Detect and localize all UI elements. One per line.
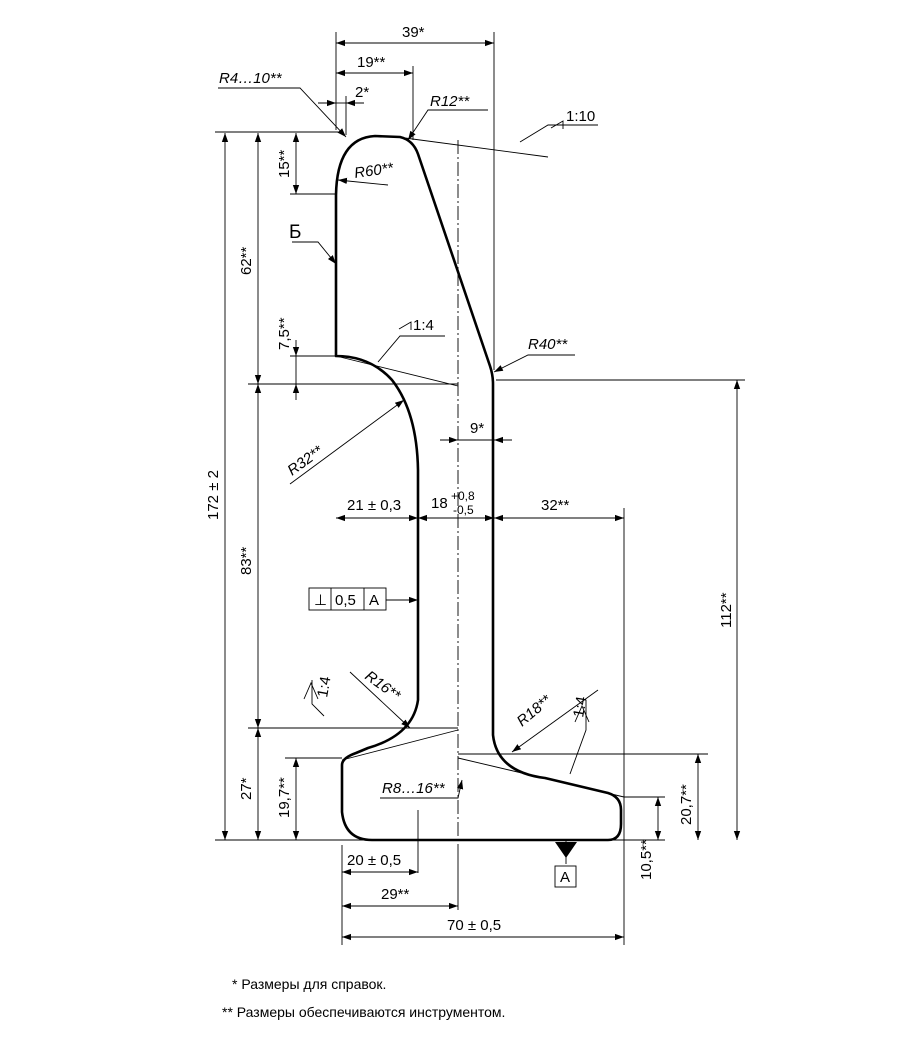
leader-lines — [218, 87, 599, 864]
dim-29: 29** — [381, 886, 410, 903]
footnote-tooling: ** Размеры обеспечиваются инструментом. — [222, 1004, 506, 1020]
extension-lines — [215, 32, 745, 945]
dim-r32: R32** — [284, 442, 327, 479]
dim-r16: R16** — [362, 667, 405, 704]
dim-9: 9* — [470, 420, 484, 437]
datum-triangle — [555, 842, 577, 858]
datum-box — [554, 865, 577, 888]
tolerance-frame — [308, 587, 387, 611]
dim-20: 20 ± 0,5 — [347, 852, 401, 869]
dim-19-7: 19,7** — [276, 777, 293, 818]
dim-r8-16: R8…16** — [382, 780, 446, 797]
slope-symbols — [303, 120, 590, 723]
dim-18-upper-tol: +0,8 — [451, 489, 475, 503]
dim-2: 2* — [355, 84, 369, 101]
dim-32: 32** — [541, 497, 570, 514]
dim-39: 39* — [402, 24, 425, 41]
slope-1-4-a: 1:4 — [413, 317, 434, 334]
slope-1-4-b: 1:4 — [314, 675, 334, 698]
dim-15: 15** — [276, 149, 293, 178]
dim-r40: R40** — [528, 336, 568, 353]
view-ref-b: Б — [289, 222, 301, 243]
dimension-lines — [221, 39, 741, 941]
datum-a: A — [560, 869, 570, 886]
dim-r60: R60** — [353, 160, 395, 182]
dim-r4-10: R4…10** — [219, 70, 283, 87]
slope-1-4-c: 1:4 — [570, 695, 590, 718]
dim-112: 112** — [718, 592, 735, 628]
rail-profile-outline — [334, 134, 623, 842]
dim-27: 27* — [238, 777, 255, 800]
dim-21: 21 ± 0,3 — [347, 497, 401, 514]
dim-7-5: 7,5** — [276, 317, 293, 350]
dim-70: 70 ± 0,5 — [447, 917, 501, 934]
dim-18-lower-tol: -0,5 — [453, 503, 474, 517]
dim-10-5: 10,5** — [638, 839, 655, 880]
tol-datum: A — [369, 592, 379, 609]
dim-20-7: 20,7** — [678, 784, 695, 825]
dim-19: 19** — [357, 54, 386, 71]
dim-r18: R18** — [514, 691, 556, 730]
dim-83: 83** — [238, 546, 255, 575]
slope-reference-lines — [335, 137, 625, 798]
dim-62: 62** — [238, 246, 255, 275]
dim-18: 18 — [431, 495, 448, 512]
dimension-labels: 39* 19** 2* R4…10** R12** 1:10 15** R60*… — [205, 24, 735, 934]
tol-value: 0,5 — [335, 592, 356, 609]
dim-172: 172 ± 2 — [205, 470, 222, 520]
footnote-reference: * Размеры для справок. — [232, 976, 387, 992]
tol-symbol: ⊥ — [314, 592, 327, 609]
dim-r12: R12** — [430, 93, 470, 110]
slope-1-10: 1:10 — [566, 108, 595, 125]
